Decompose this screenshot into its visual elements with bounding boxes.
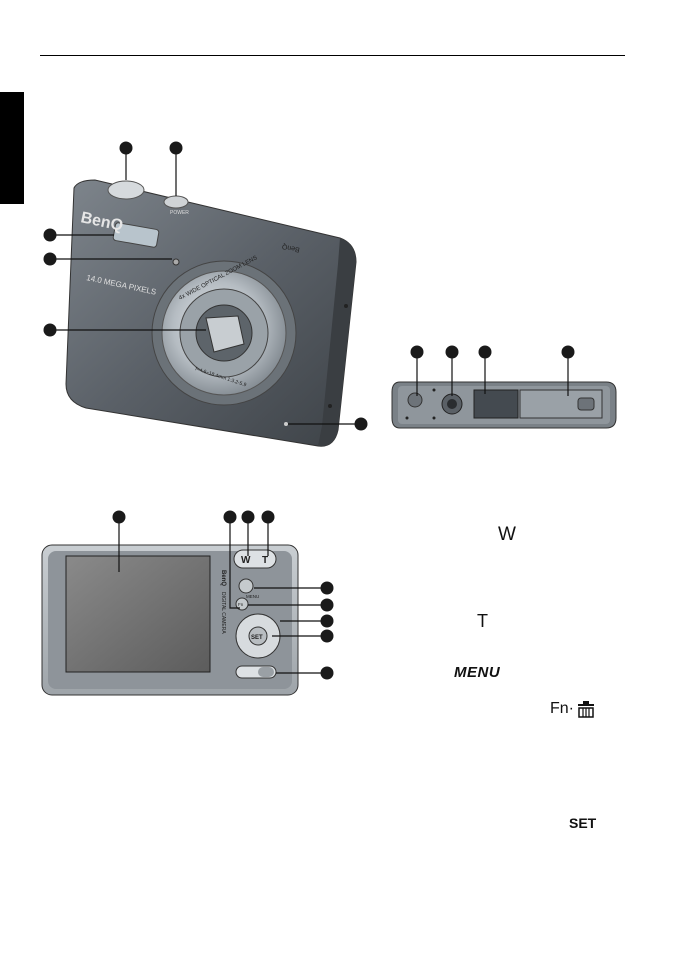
microphone [284,422,288,426]
fn-text: Fn [238,602,244,607]
bottom-camera [391,381,617,429]
usb-cover [473,389,519,419]
callout-10 [561,345,575,359]
flash [112,222,160,248]
set-button-label: SET [569,815,597,831]
power-button [163,195,189,209]
callout-9 [478,345,492,359]
shutter-button [107,180,145,200]
callout-19 [320,666,334,680]
callout-17 [320,614,334,628]
callout-3 [43,228,57,242]
callout-6 [354,417,368,431]
fn-button [235,597,249,611]
lcd-screen [65,555,211,673]
bottom-callouts [410,345,575,396]
speaker [407,392,423,408]
callout-4 [43,252,57,266]
callout-12 [223,510,237,524]
header-rule [40,55,625,56]
callout-15 [320,581,334,595]
set-text: SET [251,635,263,641]
back-camera: BenQ DIGITAL CAMERA W T MENU Fn SET [41,544,299,696]
callout-8 [445,345,459,359]
af-assist-lamp [172,258,180,266]
callout-11 [112,510,126,524]
menu-button-label: MENU [454,664,501,681]
callout-16 [320,598,334,612]
callout-2 [169,141,183,155]
zoom-w-text: W [241,555,251,566]
top-brand: BenQ [281,242,301,253]
zoom-t-text: T [262,555,268,566]
callout-18 [320,629,334,643]
front-callouts [43,141,368,431]
callout-5 [43,323,57,337]
model-text: DIGITAL CAMERA [220,592,226,634]
back-brand: BenQ [220,570,226,586]
menu-text: MENU [246,594,259,599]
section-tab [0,92,24,204]
set-button [248,626,268,646]
zoom-lever [233,549,277,569]
front-camera: POWER BenQ BenQ 14.0 MEGA PIXELS 4x WIDE… [65,179,357,447]
w-button-label: W [498,524,516,545]
callout-13 [241,510,255,524]
trash-icon [578,701,594,718]
power-text: POWER [170,210,189,216]
fn-button-label: Fn· [550,700,574,717]
callout-1 [119,141,133,155]
callout-14 [261,510,275,524]
callout-7 [410,345,424,359]
menu-button [238,578,254,594]
back-callouts [112,510,334,680]
t-button-label: T [477,611,488,631]
